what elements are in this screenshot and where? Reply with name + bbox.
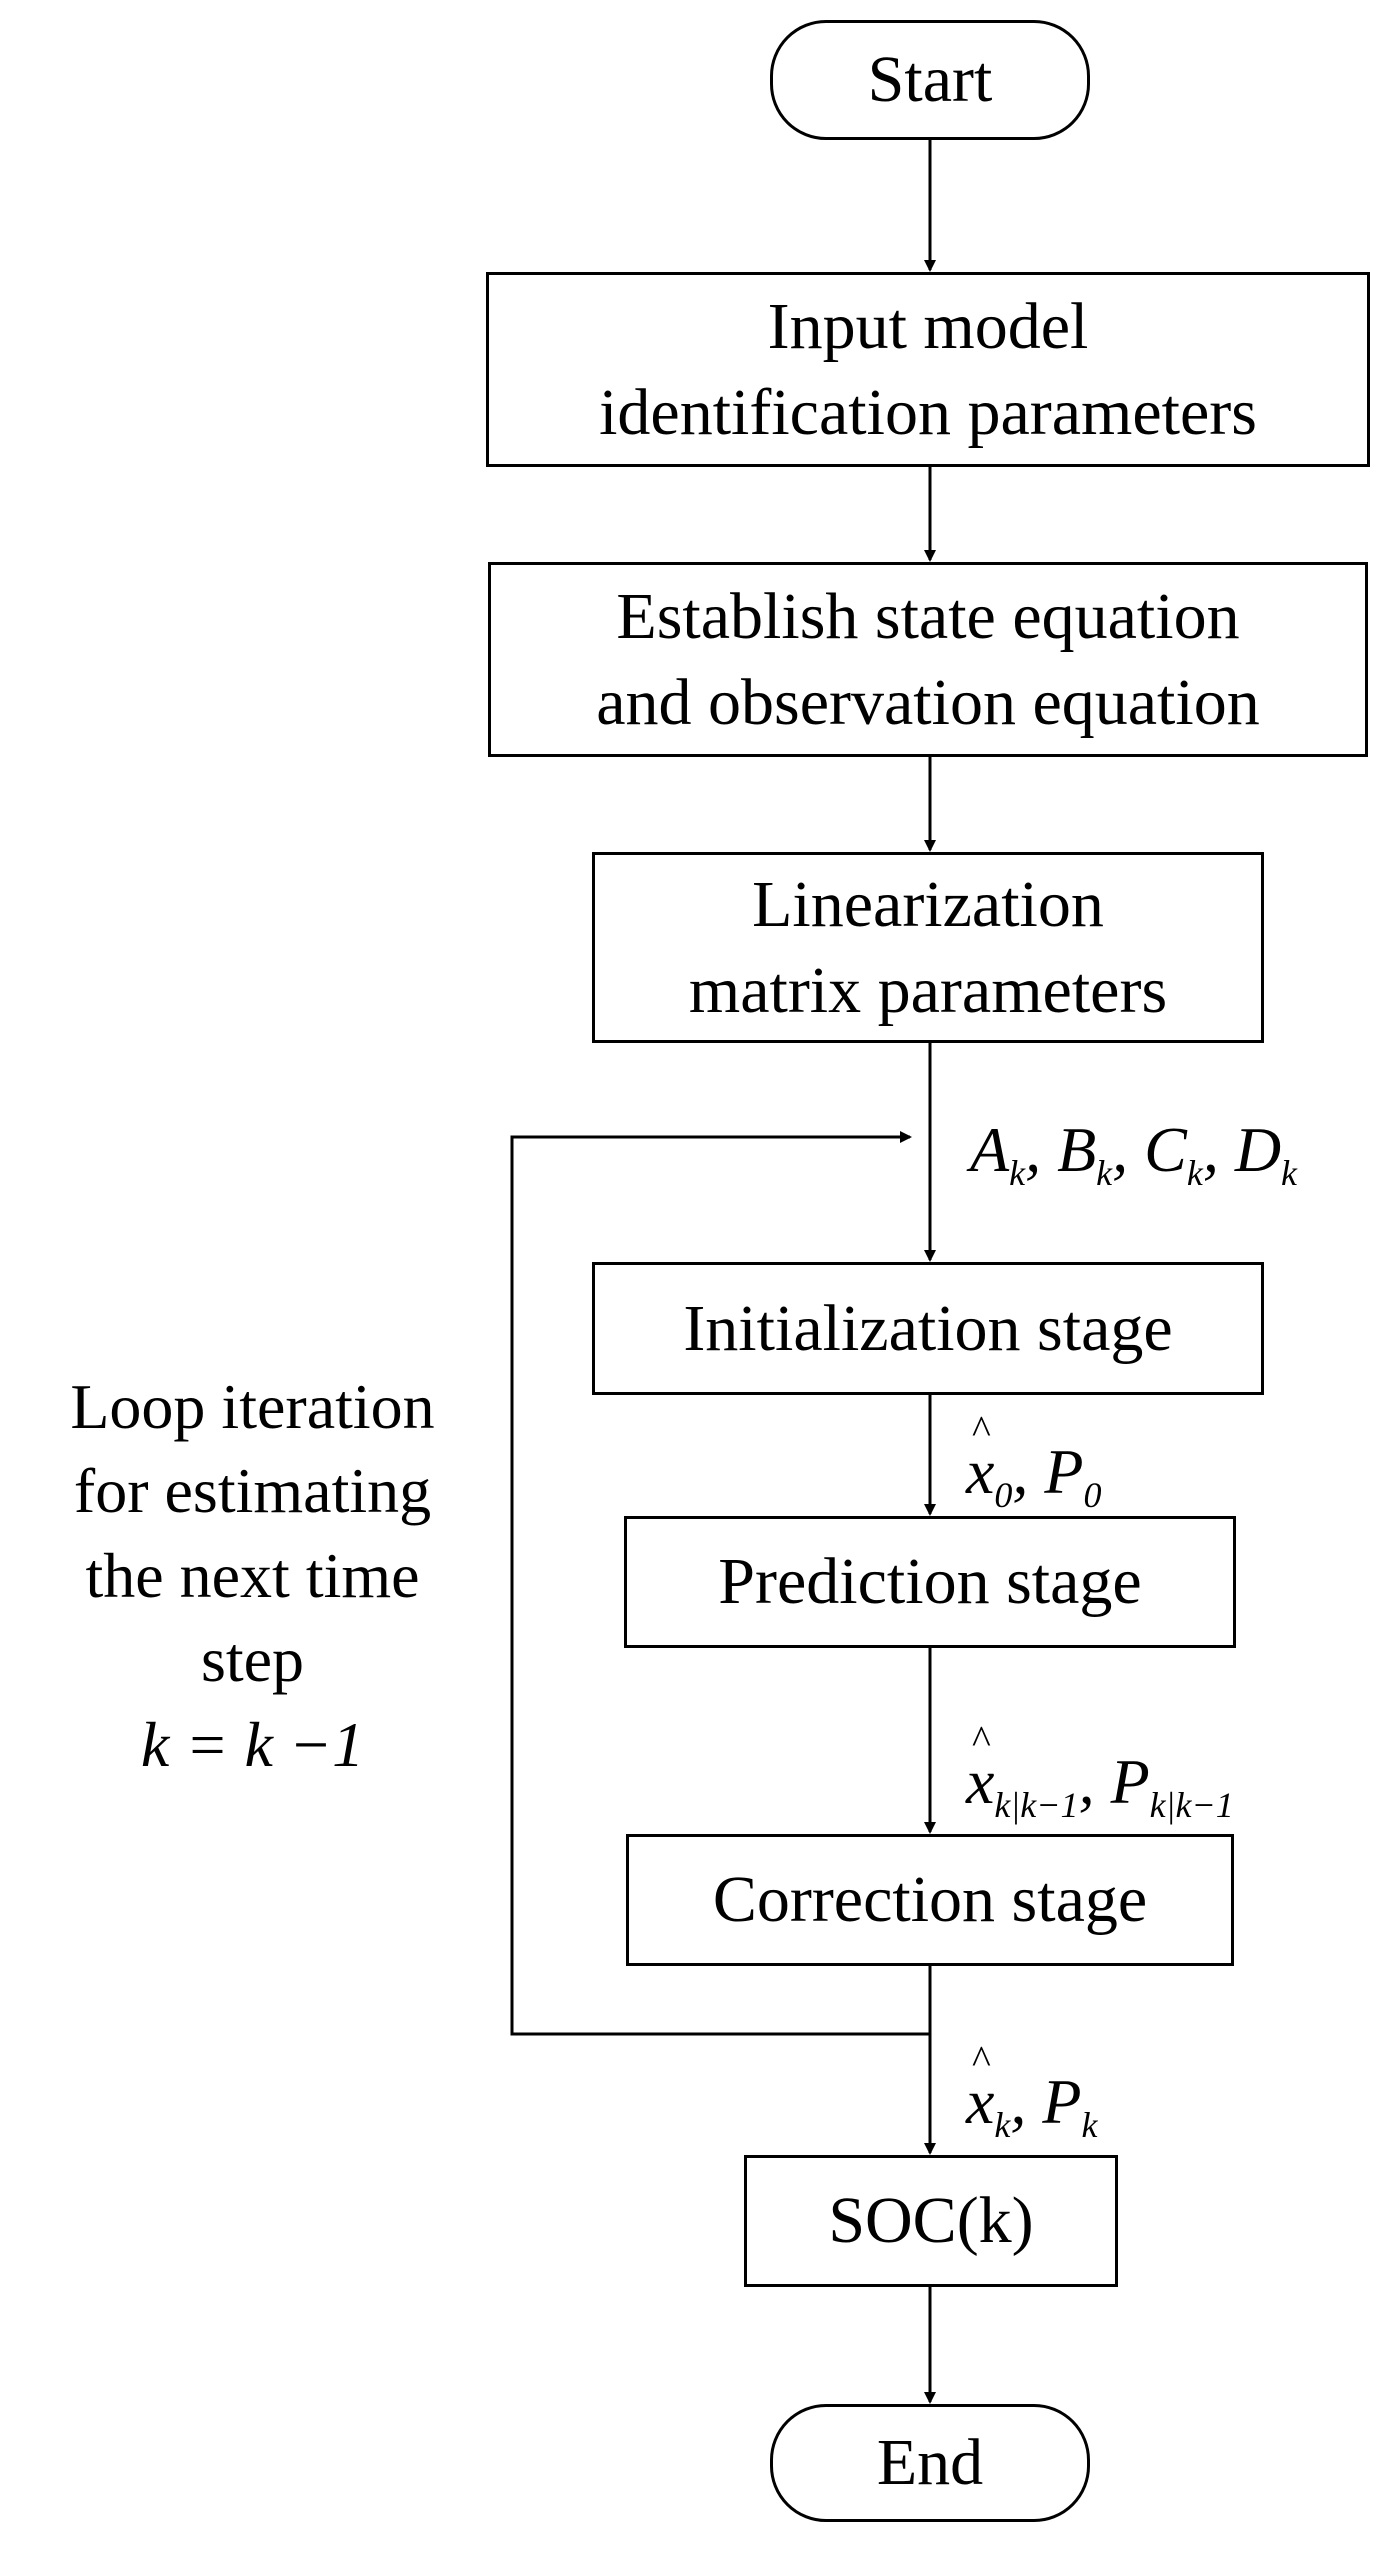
loop-back-arrow	[510, 1131, 930, 2036]
linearization-line-2: matrix parameters	[688, 953, 1168, 1027]
linearization-node: Linearization matrix parameters	[592, 852, 1264, 1043]
input-line-2: identification parameters	[599, 375, 1257, 449]
correction-stage-node: Correction stage	[626, 1834, 1234, 1966]
loop-equation: k = k −1	[140, 1708, 365, 1780]
input-line-1: Input model	[767, 289, 1089, 363]
end-label: End	[876, 2426, 984, 2500]
loop-line-2: for estimating	[73, 1455, 432, 1527]
loop-description: Loop iteration for estimating the next t…	[0, 1365, 505, 1787]
init-output-label: x0, P0	[966, 1410, 1102, 1513]
establish-line-1: Establish state equation	[616, 579, 1240, 653]
initialization-stage-node: Initialization stage	[592, 1262, 1264, 1395]
soc-node: SOC(k)	[744, 2155, 1118, 2287]
start-label: Start	[867, 43, 993, 117]
matrices-label: Ak, Bk, Ck, Dk	[970, 1114, 1298, 1193]
establish-line-2: and observation equation	[596, 665, 1260, 739]
correction-label: Correction stage	[712, 1863, 1148, 1937]
loop-line-3: the next time	[85, 1539, 420, 1611]
correction-output-label: xk, Pk	[966, 2040, 1097, 2143]
prediction-output-label: xk|k−1, Pk|k−1	[966, 1720, 1234, 1823]
loop-line-4: step	[200, 1624, 305, 1696]
prediction-label: Prediction stage	[718, 1545, 1142, 1619]
end-node: End	[770, 2404, 1090, 2522]
prediction-stage-node: Prediction stage	[624, 1516, 1236, 1648]
establish-equations-node: Establish state equation and observation…	[488, 562, 1368, 757]
soc-label: SOC(k)	[828, 2184, 1034, 2258]
linearization-line-1: Linearization	[752, 867, 1104, 941]
start-node: Start	[770, 20, 1090, 140]
initialization-label: Initialization stage	[683, 1291, 1173, 1365]
input-parameters-node: Input model identification parameters	[486, 272, 1370, 467]
loop-line-1: Loop iteration	[70, 1371, 435, 1442]
